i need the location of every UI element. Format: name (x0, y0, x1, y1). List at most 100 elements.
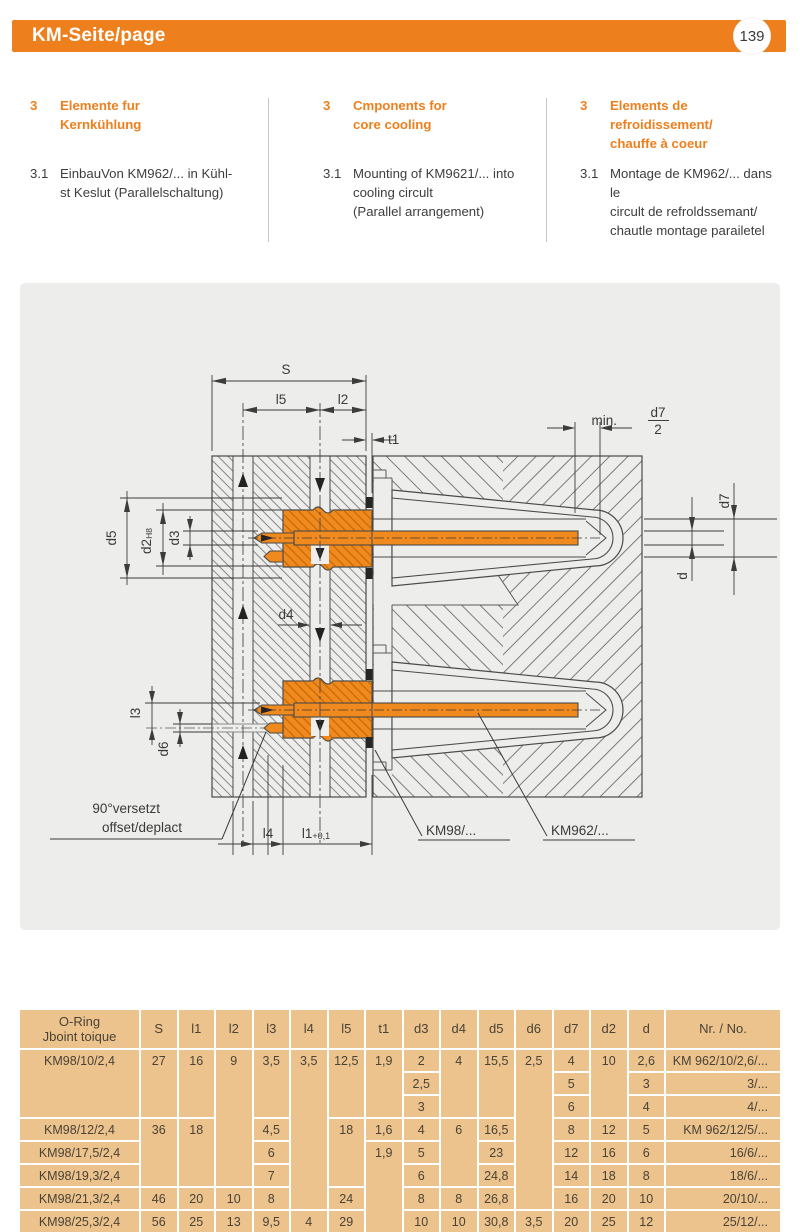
value-cell: 3,5 (514, 1209, 553, 1232)
value-cell: 10 (214, 1186, 253, 1210)
value-cell: 16 (589, 1140, 628, 1164)
section-heading-text: Elements de refroidissement/ chauffe à c… (610, 98, 713, 151)
value-cell: 8 (551, 1117, 590, 1141)
value-cell (326, 1072, 365, 1095)
section-number: 3 (30, 98, 38, 113)
value-cell: 18 (326, 1117, 365, 1141)
technical-drawing-panel: S l5 l2 t1 min. d7 2 d7 d d5 d2H8 d3 d4 … (20, 283, 780, 930)
item-number: 3.1 (580, 166, 599, 181)
value-cell: 4 (626, 1094, 665, 1118)
value-cell: 12,5 (326, 1048, 365, 1072)
label-l4: l4 (263, 826, 274, 841)
cross-section-diagram: S l5 l2 t1 min. d7 2 d7 d d5 d2H8 d3 d4 … (50, 362, 777, 855)
value-cell: 10 (589, 1048, 628, 1072)
value-cell: 2,5 (514, 1048, 553, 1072)
col-header: d6 (514, 1010, 553, 1050)
value-cell: 30,8 (476, 1209, 515, 1232)
value-cell: 5 (551, 1071, 590, 1095)
value-cell (439, 1095, 478, 1118)
section-heading-text: Cmponents for core cooling (353, 98, 447, 132)
section-heading-text: Elemente fur Kernkühlung (60, 98, 142, 132)
oring-cell (20, 1095, 140, 1118)
value-cell: 14 (551, 1163, 590, 1187)
section-heading-en: 3 Cmponents for core cooling (323, 96, 538, 134)
label-d5: d5 (104, 530, 119, 545)
value-cell (176, 1072, 215, 1095)
value-cell: 12 (551, 1140, 590, 1164)
nr-cell: 20/10/... (664, 1186, 780, 1210)
value-cell (214, 1095, 253, 1118)
oring-cell: KM98/10/2,4 (20, 1048, 140, 1072)
value-cell: 9 (214, 1048, 253, 1072)
value-cell: 13 (214, 1209, 253, 1232)
value-cell (514, 1072, 553, 1095)
page-header-bar: KM-Seite/page 139 (12, 18, 786, 54)
label-offset-2: offset/deplact (102, 820, 182, 835)
label-d6: d6 (156, 741, 171, 756)
value-cell: 24,8 (476, 1163, 515, 1187)
item-number: 3.1 (323, 166, 342, 181)
value-cell: 16,5 (476, 1117, 515, 1141)
col-header: l2 (214, 1010, 253, 1050)
value-cell: 5 (626, 1117, 665, 1141)
oring-cell (20, 1072, 140, 1095)
value-cell: 4 (439, 1048, 478, 1072)
section-de: 3 Elemente fur Kernkühlung 3.1 EinbauVon… (30, 96, 265, 200)
dimension-labels: S l5 l2 t1 min. d7 2 d7 d d5 d2H8 d3 d4 … (92, 362, 732, 841)
col-header: l4 (289, 1010, 328, 1050)
value-cell (289, 1187, 328, 1210)
value-cell (589, 1072, 628, 1095)
nr-cell: KM 962/12/5/... (664, 1117, 780, 1141)
col-header: t1 (364, 1010, 403, 1050)
value-cell (289, 1164, 328, 1187)
value-cell (364, 1095, 403, 1118)
value-cell (364, 1072, 403, 1095)
oring-cell: KM98/21,3/2,4 (20, 1186, 140, 1210)
value-cell (439, 1164, 478, 1187)
value-cell: 20 (589, 1186, 628, 1210)
value-cell: 1,6 (364, 1117, 403, 1141)
value-cell (514, 1141, 553, 1164)
value-cell (326, 1095, 365, 1118)
value-cell (326, 1141, 365, 1164)
col-header: l5 (326, 1010, 365, 1050)
value-cell: 8 (439, 1186, 478, 1210)
value-cell: 5 (401, 1140, 440, 1164)
label-l1: l1+0,1 (302, 826, 330, 841)
value-cell (139, 1141, 178, 1164)
section-item-de: 3.1 EinbauVon KM962/... in Kühl- st Kesl… (30, 164, 232, 202)
label-d4: d4 (278, 607, 294, 622)
value-cell: 10 (401, 1209, 440, 1232)
nr-cell: 25/12/... (664, 1209, 780, 1232)
value-cell: 3,5 (251, 1048, 290, 1072)
value-cell (364, 1164, 403, 1187)
value-cell (439, 1072, 478, 1095)
value-cell: 18 (589, 1163, 628, 1187)
value-cell (476, 1095, 515, 1118)
oring-cell: KM98/25,3/2,4 (20, 1209, 140, 1232)
value-cell: 46 (139, 1186, 178, 1210)
value-cell: 16 (551, 1186, 590, 1210)
nr-cell: 4/... (664, 1094, 780, 1118)
value-cell (326, 1164, 365, 1187)
value-cell: 4 (401, 1117, 440, 1141)
value-cell (214, 1164, 253, 1187)
value-cell (514, 1095, 553, 1118)
value-cell (364, 1210, 403, 1232)
item-text: Montage de KM962/... dans le circult de … (610, 166, 773, 238)
value-cell: 3 (401, 1094, 440, 1118)
value-cell: 9,5 (251, 1209, 290, 1232)
value-cell: 25 (176, 1209, 215, 1232)
oring-cell: KM98/17,5/2,4 (20, 1140, 140, 1164)
col-header: O-Ring Jboint toique (20, 1010, 140, 1050)
value-cell: 1,9 (364, 1140, 403, 1164)
col-header: Nr. / No. (664, 1010, 780, 1050)
oring-cell: KM98/12/2,4 (20, 1117, 140, 1141)
